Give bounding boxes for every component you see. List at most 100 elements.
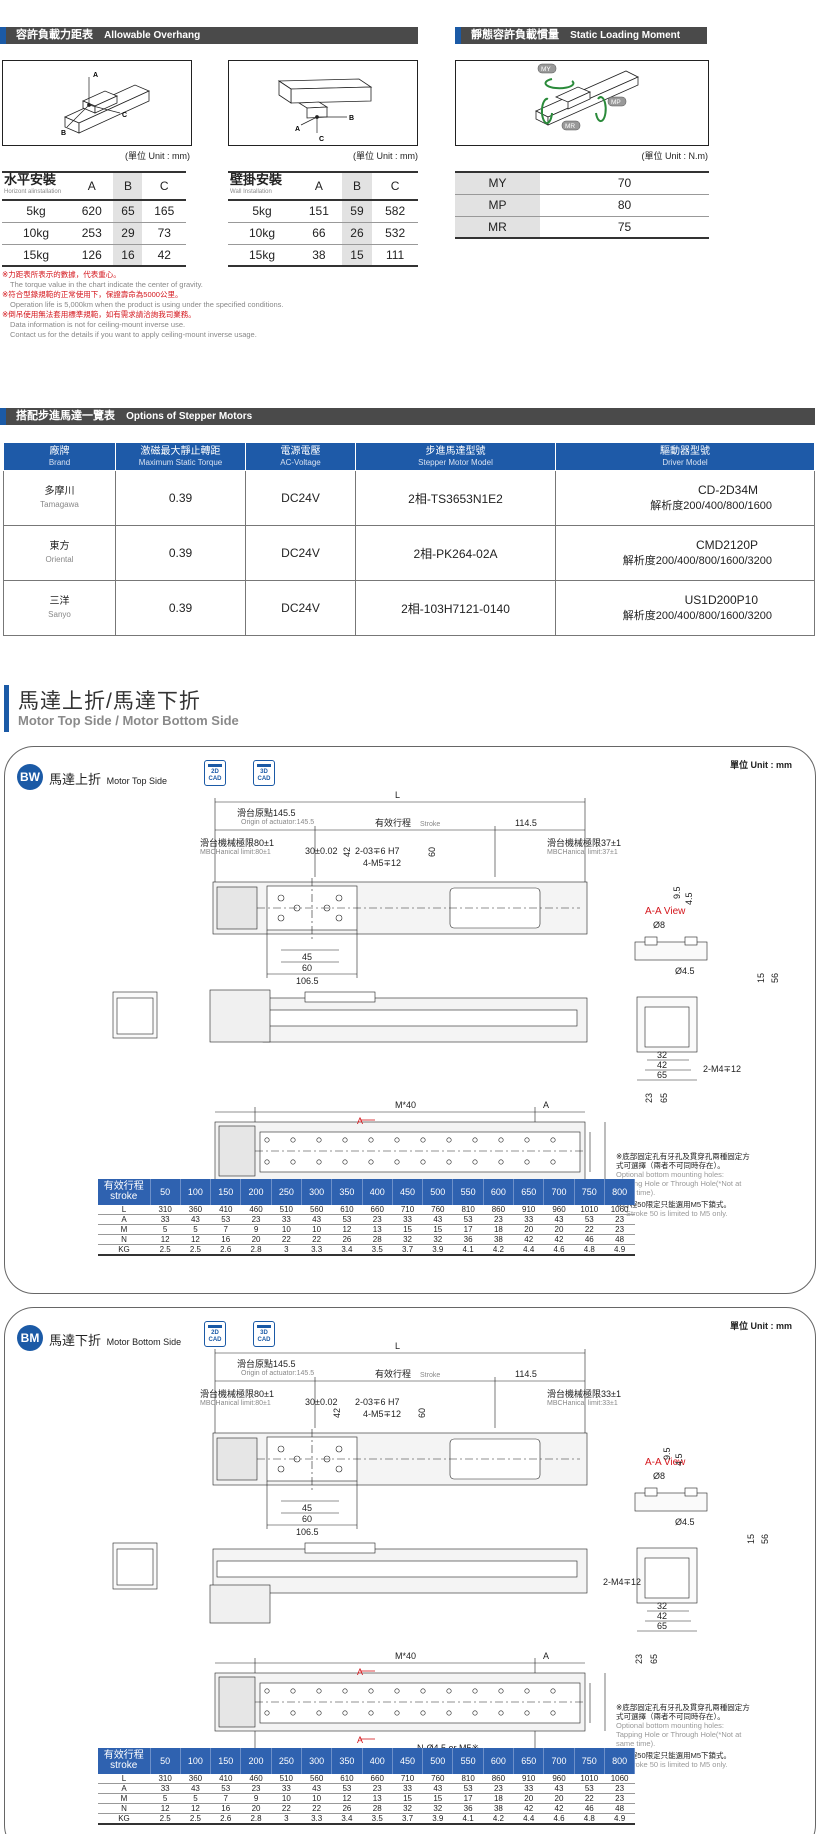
stroke-value-header: 500 xyxy=(422,1748,454,1774)
stroke-value-header: 50 xyxy=(150,1748,181,1774)
dim-114: 114.5 xyxy=(515,1369,537,1379)
moment-figure: MY MP MR xyxy=(535,63,639,131)
load-cell: 10kg xyxy=(228,222,296,245)
c-cell: 111 xyxy=(372,244,418,267)
table-cell: 3.7 xyxy=(392,1244,423,1256)
table-cell: 33 xyxy=(150,1214,181,1225)
stroke-value-header: 650 xyxy=(513,1179,545,1205)
table-cell: 23 xyxy=(604,1793,635,1804)
table-cell: 18 xyxy=(483,1224,514,1235)
table-cell: 43 xyxy=(422,1783,453,1794)
table-cell: 32 xyxy=(392,1803,423,1814)
dim-56: 56 xyxy=(770,973,780,983)
horizontal-label-en: Horizont alinstallation xyxy=(4,189,62,195)
m4-spec: 2-M4∓12 xyxy=(703,1064,741,1074)
dim-32: 32 xyxy=(657,1601,667,1611)
table-cell: 460 xyxy=(240,1205,272,1215)
c-cell: 42 xyxy=(142,244,186,267)
table-cell: 960 xyxy=(543,1205,575,1215)
load-cell: 15kg xyxy=(2,244,70,267)
dim-30: 30±0.02 xyxy=(305,846,337,856)
col-c-header: C xyxy=(372,171,418,201)
hole-spec: 2-03∓6 H7 xyxy=(355,1397,400,1407)
torque-cell: 0.39 xyxy=(115,525,246,581)
table-cell: 53 xyxy=(210,1783,241,1794)
table-cell: 15 xyxy=(422,1793,453,1804)
row-key-cell: L xyxy=(98,1205,150,1215)
overhang-unit-2: (單位 Unit : mm) xyxy=(353,151,418,161)
b-cell: 16 xyxy=(113,244,143,267)
table-cell: 13 xyxy=(362,1224,393,1235)
table-cell: 310 xyxy=(150,1205,181,1215)
header-zh: 驅動器型號 xyxy=(660,445,710,457)
stroke-head-zh: 有效行程 xyxy=(103,1750,144,1761)
table-row: 5kg 620 65 165 xyxy=(2,200,186,223)
table-cell: 22 xyxy=(574,1224,605,1235)
table-cell: 48 xyxy=(604,1234,635,1245)
table-row: 5kg 151 59 582 xyxy=(228,200,418,223)
panel-title-zh: 馬達上折 xyxy=(49,772,102,787)
dim-65v: 65 xyxy=(649,1654,659,1664)
table-cell: 2.8 xyxy=(240,1244,272,1256)
a-cell: 151 xyxy=(296,200,342,223)
table-cell: 910 xyxy=(513,1774,544,1784)
table-cell: 38 xyxy=(483,1803,514,1814)
table-cell: 10 xyxy=(301,1224,332,1235)
table-cell: 3.3 xyxy=(301,1813,332,1825)
note-1-en: Optional bottom mounting holes: Tapping … xyxy=(616,1721,742,1748)
header-en: Brand xyxy=(48,457,71,467)
note-2-en: Stroke 50 is limited to M5 only. xyxy=(626,1760,728,1769)
brand-en: Tamagawa xyxy=(40,500,79,509)
b-cell: 65 xyxy=(113,200,143,223)
horizontal-install-diagram: A C B xyxy=(2,60,192,146)
wall-label-cell: 壁掛安裝 Wall Installation xyxy=(228,171,296,201)
stroke-en: Stroke xyxy=(420,821,440,828)
table-cell: 53 xyxy=(331,1214,363,1225)
moment-value-cell: 80 xyxy=(540,194,709,217)
brand-zh: 東方 xyxy=(49,541,70,552)
horizontal-label-cell: 水平安裝 Horizont alinstallation xyxy=(2,171,70,201)
horizontal-label-zh: 水平安裝 xyxy=(4,172,57,187)
table-cell: 4.6 xyxy=(543,1244,575,1256)
header-zh: 激磁最大靜止轉距 xyxy=(140,445,221,457)
moment-label-cell: MP xyxy=(455,194,540,217)
table-cell: 3.7 xyxy=(392,1813,423,1825)
table-cell: 4.4 xyxy=(513,1244,544,1256)
stroke-value-header: 350 xyxy=(331,1179,363,1205)
table-cell: 610 xyxy=(331,1774,363,1784)
table-cell: 20 xyxy=(240,1234,272,1245)
table-cell: 17 xyxy=(452,1793,484,1804)
dim-a: A xyxy=(543,1100,549,1110)
table-cell: 4.4 xyxy=(513,1813,544,1825)
table-cell: 53 xyxy=(452,1214,484,1225)
table-cell: 3.3 xyxy=(301,1244,332,1256)
motor-cell: 2相-PK264-02A xyxy=(355,525,556,581)
section-title: 馬達上折/馬達下折 xyxy=(18,690,201,713)
col-a-header: A xyxy=(296,171,342,201)
wall-header-row: 壁掛安裝 Wall Installation A B C xyxy=(228,171,418,201)
m5-spec: 4-M5∓12 xyxy=(363,1409,401,1419)
table-cell: 46 xyxy=(574,1234,605,1245)
table-cell: 43 xyxy=(543,1214,575,1225)
stroke-value-header: 500 xyxy=(422,1179,454,1205)
table-cell: 28 xyxy=(362,1803,393,1814)
table-cell: 860 xyxy=(483,1205,514,1215)
table-row: MP 80 xyxy=(455,194,709,217)
dim-60: 60 xyxy=(302,963,312,973)
table-cell: 4.2 xyxy=(483,1244,514,1256)
section-title-bar xyxy=(4,685,9,732)
table-cell: 12 xyxy=(180,1803,211,1814)
mbc-right-en: MBCHanical limit:33±1 xyxy=(547,1400,618,1407)
table-cell: 20 xyxy=(513,1224,544,1235)
table-cell: 4.2 xyxy=(483,1813,514,1825)
